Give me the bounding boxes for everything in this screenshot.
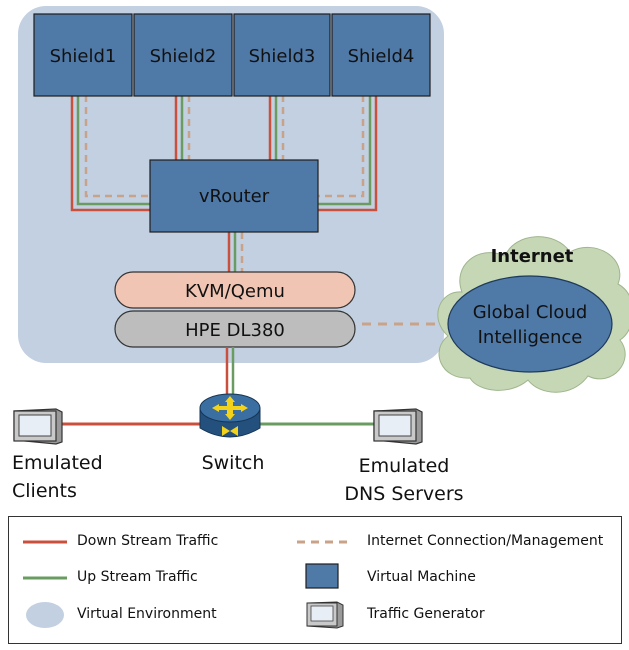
virtual-machine-swatch (305, 563, 339, 589)
dns-traffic-generator-icon[interactable] (373, 408, 423, 445)
vrouter-label: vRouter (199, 186, 270, 207)
cloud-service-label: Intelligence (478, 327, 583, 348)
up-stream-line (318, 95, 372, 206)
internet-mgmt-swatch (297, 540, 347, 544)
shield-label: Shield2 (150, 46, 217, 67)
shield-vm[interactable]: Shield2 (133, 13, 233, 97)
clients-label: Clients (12, 480, 77, 502)
shield-label: Shield3 (249, 46, 316, 67)
legend-up-stream-label: Up Stream Traffic (77, 569, 198, 585)
router-host-links (227, 232, 244, 272)
shield-label: Shield4 (348, 46, 415, 67)
legend-down-stream-label: Down Stream Traffic (77, 533, 219, 549)
shield-vm[interactable]: Shield4 (331, 13, 431, 97)
server-label: HPE DL380 (185, 320, 285, 341)
hypervisor-label: KVM/Qemu (185, 281, 285, 302)
cloud-service (447, 275, 613, 373)
vrouter-vm[interactable]: vRouter (149, 159, 319, 233)
switch-icon[interactable] (199, 393, 261, 438)
server-switch-links (225, 347, 235, 396)
legend-virtual-env-label: Virtual Environment (77, 606, 217, 622)
server-layer: HPE DL380 (114, 310, 356, 348)
shield-router-links (70, 95, 378, 212)
internet-mgmt-line (84, 95, 150, 198)
internet-label: Internet (491, 246, 574, 267)
legend-virtual-machine-label: Virtual Machine (367, 569, 476, 585)
up-stream-line (76, 95, 150, 206)
traffic-generator-swatch (306, 601, 344, 629)
legend: Down Stream Traffic Up Stream Traffic Vi… (8, 516, 622, 644)
clients-traffic-generator-icon[interactable] (13, 408, 63, 445)
legend-internet-mgmt-label: Internet Connection/Management (367, 533, 604, 549)
shield-vm[interactable]: Shield1 (33, 13, 133, 97)
clients-label: Emulated (12, 452, 103, 474)
down-stream-line (70, 95, 150, 212)
hypervisor-layer: KVM/Qemu (114, 271, 356, 309)
shield-vm[interactable]: Shield3 (233, 13, 331, 97)
internet-mgmt-line (318, 95, 365, 198)
internet-cloud: Internet Global Cloud Intelligence (437, 236, 629, 393)
shield-label: Shield1 (50, 46, 117, 67)
cloud-service-label: Global Cloud (473, 302, 588, 323)
dns-label: DNS Servers (344, 483, 463, 505)
up-stream-swatch (23, 576, 67, 580)
legend-traffic-generator-label: Traffic Generator (367, 606, 485, 622)
dns-label: Emulated (359, 455, 450, 477)
down-stream-swatch (23, 540, 67, 544)
switch-label: Switch (202, 452, 265, 474)
down-stream-line (318, 95, 378, 212)
virtual-env-swatch (26, 602, 64, 628)
